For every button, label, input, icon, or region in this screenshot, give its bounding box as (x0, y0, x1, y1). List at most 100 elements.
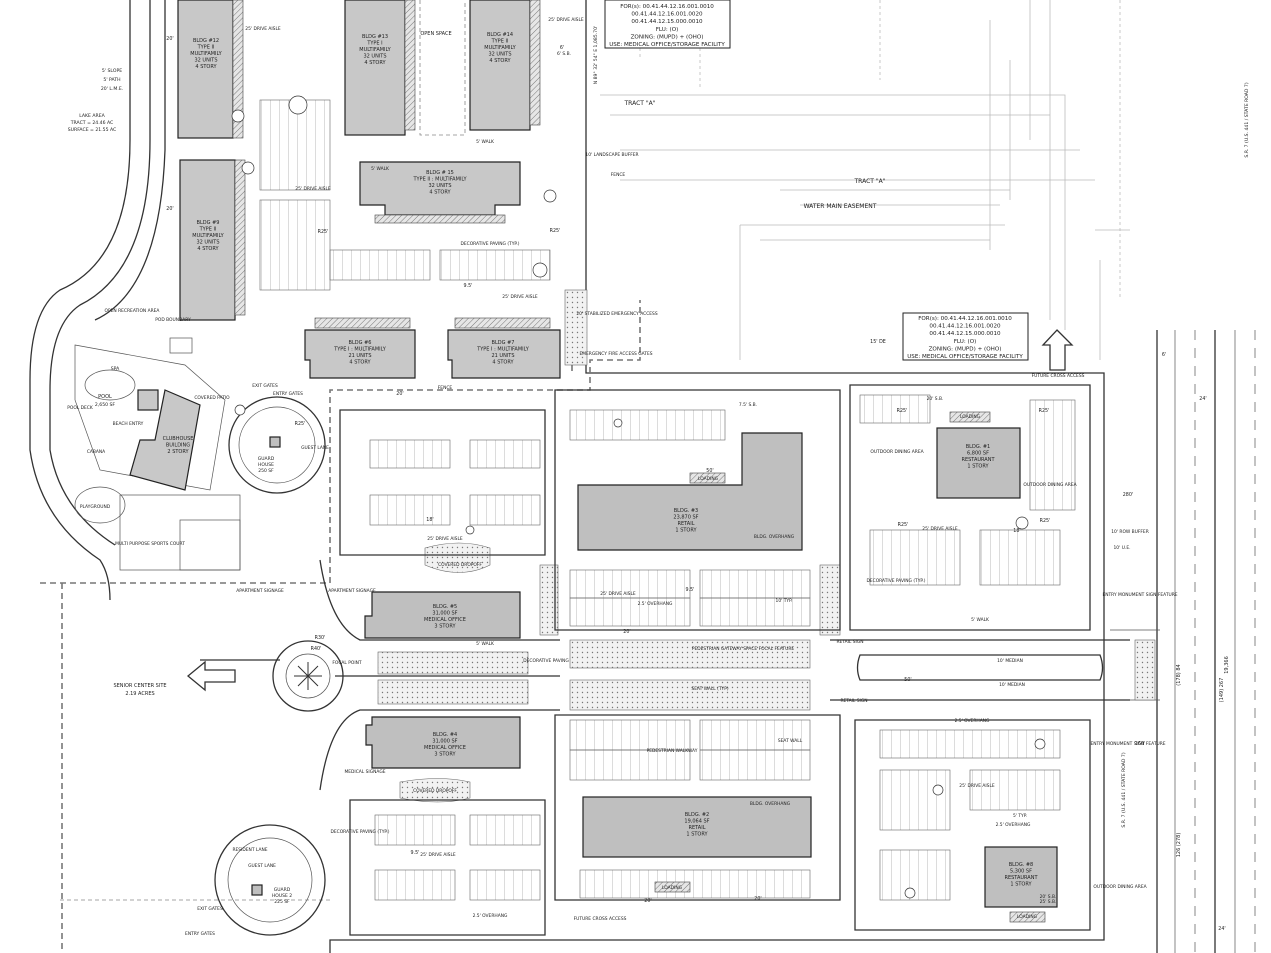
label-medical-signage: MEDICAL SIGNAGE (344, 769, 385, 775)
label-slope: 5' SLOPE (102, 68, 122, 74)
label-path: 5' PATH (103, 77, 120, 83)
bldg-13-label-line: MULTIFAMILY (359, 47, 391, 53)
bldg-12-label-line: 32 UNITS (194, 58, 217, 64)
label-emergency: EMERGENCY FIRE ACCESS GATES (579, 351, 652, 357)
guard-1-label-line: 250 SF (258, 468, 274, 474)
bldg-9-footprint (179, 159, 236, 321)
bldg-3-label-line: BLDG. #3 (674, 508, 699, 514)
label-pod-boundary: POD BOUNDARY (155, 317, 191, 323)
label-pool: POOL (98, 394, 112, 400)
label-dim-sb2: 7.5' S.B. (739, 402, 757, 408)
bldg-4-label-line: MEDICAL OFFICE (424, 745, 466, 751)
bldg-12-label-line: 4 STORY (195, 64, 217, 70)
bldg-14-label-line: BLDG #14 (487, 32, 513, 38)
bldg-7-label-line: BLDG #7 (492, 340, 515, 346)
label-sports-court: MULTI PURPOSE SPORTS COURT (115, 541, 185, 547)
label-cabana: CABANA (87, 449, 105, 455)
parcel-label-top-line: FOR(s): 00.41.44.12.16.001.0010 (620, 4, 714, 10)
bldg-12-label-line: BLDG #12 (193, 38, 219, 44)
label-covered-dropoff-2: COVERED DROPOFF (413, 788, 457, 794)
label-apartment-signage-2: APARTMENT SIGNAGE (328, 588, 376, 594)
bldg-1-label-line: BLDG. #1 (966, 444, 991, 450)
decorative-paving (377, 289, 1156, 803)
bldg-9-label-line: MULTIFAMILY (192, 233, 224, 239)
bldg-6-label-line: 21 UNITS (348, 353, 371, 359)
label-dim-20b: 20' (166, 206, 173, 212)
bldg-5-label-line: BLDG. #5 (433, 604, 458, 610)
guard-house-2-footprint (251, 884, 263, 896)
label-bldg-overhang: BLDG. OVERHANG (754, 534, 795, 540)
lake-edge (29, 0, 166, 601)
bldg-2-footprint (582, 796, 812, 858)
label-dim-r25d: R25' (295, 421, 306, 427)
bldg-2-label-line: BLDG. #2 (685, 812, 710, 818)
bldg-12-label-line: TYPE II (197, 45, 215, 51)
label-dim-r25b: R25' (550, 228, 561, 234)
label-loading-4: LOADING (1017, 914, 1038, 920)
bldg-9-label-line: BLDG #9 (197, 220, 220, 226)
bldg-2-label-line: 19,064 SF (684, 819, 709, 825)
label-road-2: 126 (278) (1176, 833, 1182, 858)
bldg-6-label-line: 4 STORY (349, 360, 371, 366)
label-boundary-label: N 89° 32' 54" E 1,085.70' (593, 26, 599, 85)
label-covered-dropoff: COVERED DROPOFF (438, 562, 482, 568)
bldg-2-label-line: 1 STORY (686, 832, 708, 838)
label-stabilized: 20' STABILIZED EMERGENCY ACCESS (576, 311, 657, 317)
label-dim-sb5: 25' S.B. (1040, 899, 1057, 905)
label-dim-15de: 15' DE (870, 339, 886, 345)
label-dim-r30: R30' (315, 635, 326, 641)
label-drive-aisle-7: 25' DRIVE AISLE (420, 852, 456, 858)
bldg-8-footprint (984, 846, 1058, 908)
bldg-8-label-line: RESTAURANT (1004, 875, 1038, 881)
label-fence-2: FENCE (438, 385, 453, 391)
bldg-7-label-line: 21 UNITS (491, 353, 514, 359)
bldg-6-label-line: BLDG #6 (349, 340, 372, 346)
label-median: 10' MEDIAN (997, 658, 1023, 664)
label-future-cross: FUTURE CROSS ACCESS (1032, 373, 1085, 379)
label-dim-20: 20' (166, 36, 173, 42)
label-covered-patio: COVERED PATIO (194, 395, 230, 401)
label-overhang-25: 2.5' OVERHANG (638, 601, 673, 607)
clubhouse-footprint (129, 389, 201, 491)
label-retail-sign: RETAIL SIGN (836, 639, 863, 645)
label-decorative-paving-4: DECORATIVE PAVING (TYP.) (331, 829, 390, 835)
bldg-1-label-line: RESTAURANT (961, 457, 995, 463)
bldg-12-label-line: MULTIFAMILY (190, 51, 222, 57)
label-dim-6b: 6' (1162, 352, 1166, 358)
label-drive-aisle-6: 25' DRIVE AISLE (922, 526, 958, 532)
roundabouts (186, 329, 1074, 936)
bldg-3-label-line: RETAIL (678, 521, 695, 527)
label-dim-r25c: R25' (897, 408, 908, 414)
label-dim-95b: 9.5' (686, 587, 695, 593)
label-row-buffer: 10' ROW BUFFER (1111, 529, 1149, 535)
bldg-9-label-line: 4 STORY (197, 246, 219, 252)
multifamily-top (177, 0, 561, 379)
label-dim-r25f: R25' (1039, 408, 1050, 414)
bldg-5-label-line: 31,000 SF (432, 611, 457, 617)
label-retail-sign-2: RETAIL SIGN (840, 698, 867, 704)
clubhouse-label-line: BUILDING (166, 443, 190, 449)
label-dim-6: 6' (560, 45, 564, 51)
bldg-13-label-line: BLDG #13 (362, 34, 388, 40)
parcel-label-mid-line: 00.41.44.12.15.000.0010 (929, 331, 1001, 337)
label-fence-1: FENCE (611, 172, 626, 178)
parcel-label-mid-line: FLU: (O) (954, 339, 977, 345)
bldg-9-label-line: 32 UNITS (196, 240, 219, 246)
label-row-label-2: S.R. 7 (U.S. 441 / STATE ROAD 7) (1244, 82, 1250, 158)
label-water-easement: WATER MAIN EASEMENT (804, 203, 877, 210)
label-drive-aisle-4: 25' DRIVE AISLE (427, 536, 463, 542)
bldg-8-label-line: 5,300 SF (1010, 869, 1032, 875)
bldg-14-label-line: MULTIFAMILY (484, 45, 516, 51)
bldg-14-label-line: TYPE II (491, 39, 509, 45)
label-pedestrian-walkway: PEDESTRIAN WALKWAY (647, 748, 698, 754)
parcel-label-mid-line: ZONING: (MUPD) + (OHO) (929, 346, 1002, 352)
parcel-label-top-line: ZONING: (MUPD) + (OHO) (631, 34, 704, 40)
label-dim-r25g: R25' (1040, 518, 1051, 524)
guard-house-1-footprint (269, 436, 281, 448)
label-lake-area: LAKE AREA (79, 113, 105, 119)
label-dim-20d: 20' (623, 629, 630, 635)
label-open-space: OPEN SPACE (420, 31, 451, 37)
bldg-1-label-line: 1 STORY (967, 464, 989, 470)
bldg-1-label-line: 6,800 SF (967, 451, 989, 457)
label-overhang-25-4: 2.5' OVERHANG (996, 822, 1031, 828)
